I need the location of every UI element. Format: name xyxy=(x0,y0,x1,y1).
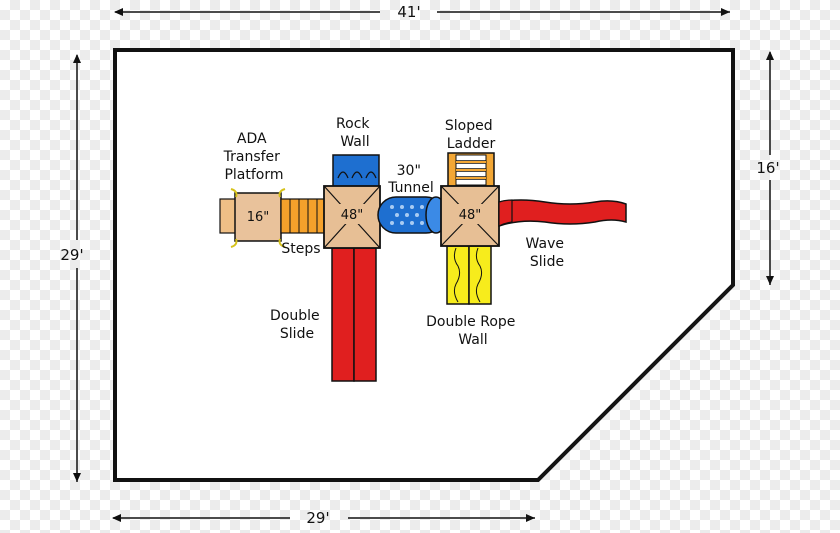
double-slide xyxy=(331,247,377,382)
double-slide-label: Double Slide xyxy=(270,308,324,342)
platform-pad xyxy=(234,192,282,242)
sloped-ladder xyxy=(447,152,495,188)
rock-wall-panel xyxy=(332,154,380,188)
rope-wall-panel-right xyxy=(468,245,492,305)
ada-transfer-platform-label: ADA Transfer Platform xyxy=(223,131,285,183)
tunnel xyxy=(377,196,447,234)
double-rope-wall xyxy=(446,245,492,305)
deck-right-height-label: 48" xyxy=(459,208,482,223)
deck-left-height-label: 48" xyxy=(341,208,364,223)
dimension-label-top: 41' xyxy=(397,3,420,21)
tunnel-label: 30" Tunnel xyxy=(387,163,434,196)
double-rope-wall-label: Double Rope Wall xyxy=(426,314,520,348)
double-slide-lane-left xyxy=(331,247,355,382)
steps-body xyxy=(280,198,326,234)
sloped-ladder-label: Sloped Ladder xyxy=(445,118,497,152)
ada-transfer-platform: 16" xyxy=(219,188,286,248)
rock-wall xyxy=(332,154,380,188)
steps xyxy=(280,198,326,234)
wave-slide-body xyxy=(498,199,627,228)
deck-right: 48" xyxy=(440,185,500,247)
steps-label: Steps xyxy=(281,241,320,257)
wave-slide-label: Wave Slide xyxy=(526,236,569,270)
rock-wall-label: Rock Wall xyxy=(336,116,374,150)
platform-handles xyxy=(230,188,286,248)
platform-height-label: 16" xyxy=(247,210,270,225)
dimension-label-bottom: 29' xyxy=(306,509,329,527)
double-slide-lane-right xyxy=(353,247,377,382)
rope-wall-panel-left xyxy=(446,245,470,305)
dimension-bottom: 29' xyxy=(112,509,535,527)
dimension-left: 29' xyxy=(60,54,84,482)
dimension-label-left: 29' xyxy=(60,246,83,264)
deck-left: 48" xyxy=(323,185,381,249)
dimension-label-right: 16' xyxy=(756,159,779,177)
dimension-right: 16' xyxy=(756,51,780,285)
site-boundary xyxy=(113,48,735,482)
dimension-top: 41' xyxy=(114,3,730,21)
wave-slide xyxy=(498,199,627,228)
